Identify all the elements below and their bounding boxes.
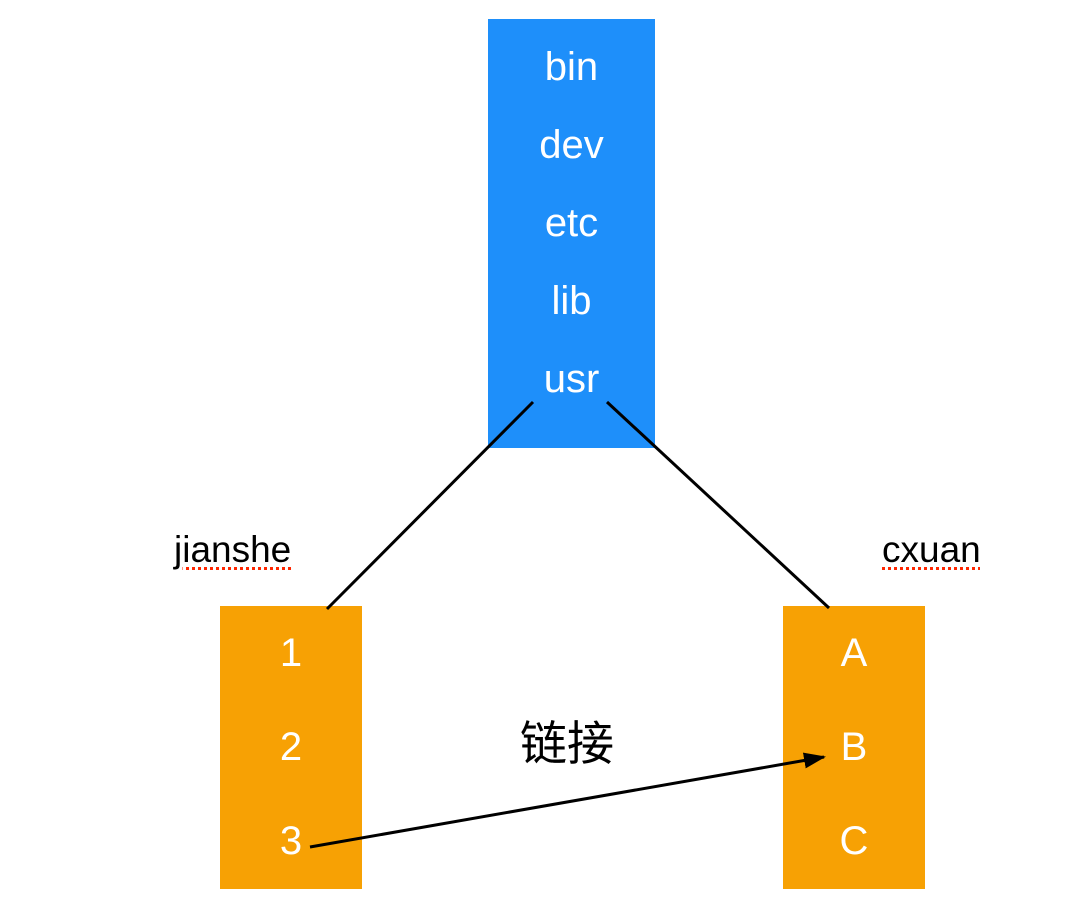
left-entry-2: 2: [279, 725, 303, 769]
right-entry-a: A: [840, 631, 868, 675]
root-entry-etc: etc: [544, 201, 599, 245]
left-directory-box: 1 2 3: [220, 606, 362, 889]
right-entry-b: B: [840, 725, 868, 769]
root-entry-usr: usr: [543, 357, 600, 401]
right-directory-box: A B C: [783, 606, 925, 889]
root-entry-lib: lib: [551, 279, 592, 323]
left-directory-label: jianshe: [174, 529, 292, 570]
root-entry-bin: bin: [544, 45, 599, 89]
right-directory-label: cxuan: [882, 529, 981, 570]
left-entry-3: 3: [279, 819, 303, 863]
link-arrow-3-to-B: [309, 752, 826, 849]
root-entry-dev: dev: [539, 123, 604, 167]
left-entry-1: 1: [279, 631, 303, 675]
right-entry-c: C: [839, 819, 869, 863]
link-arrow-label: 链接: [520, 717, 614, 770]
root-directory-box: bin dev etc lib usr: [488, 19, 655, 448]
